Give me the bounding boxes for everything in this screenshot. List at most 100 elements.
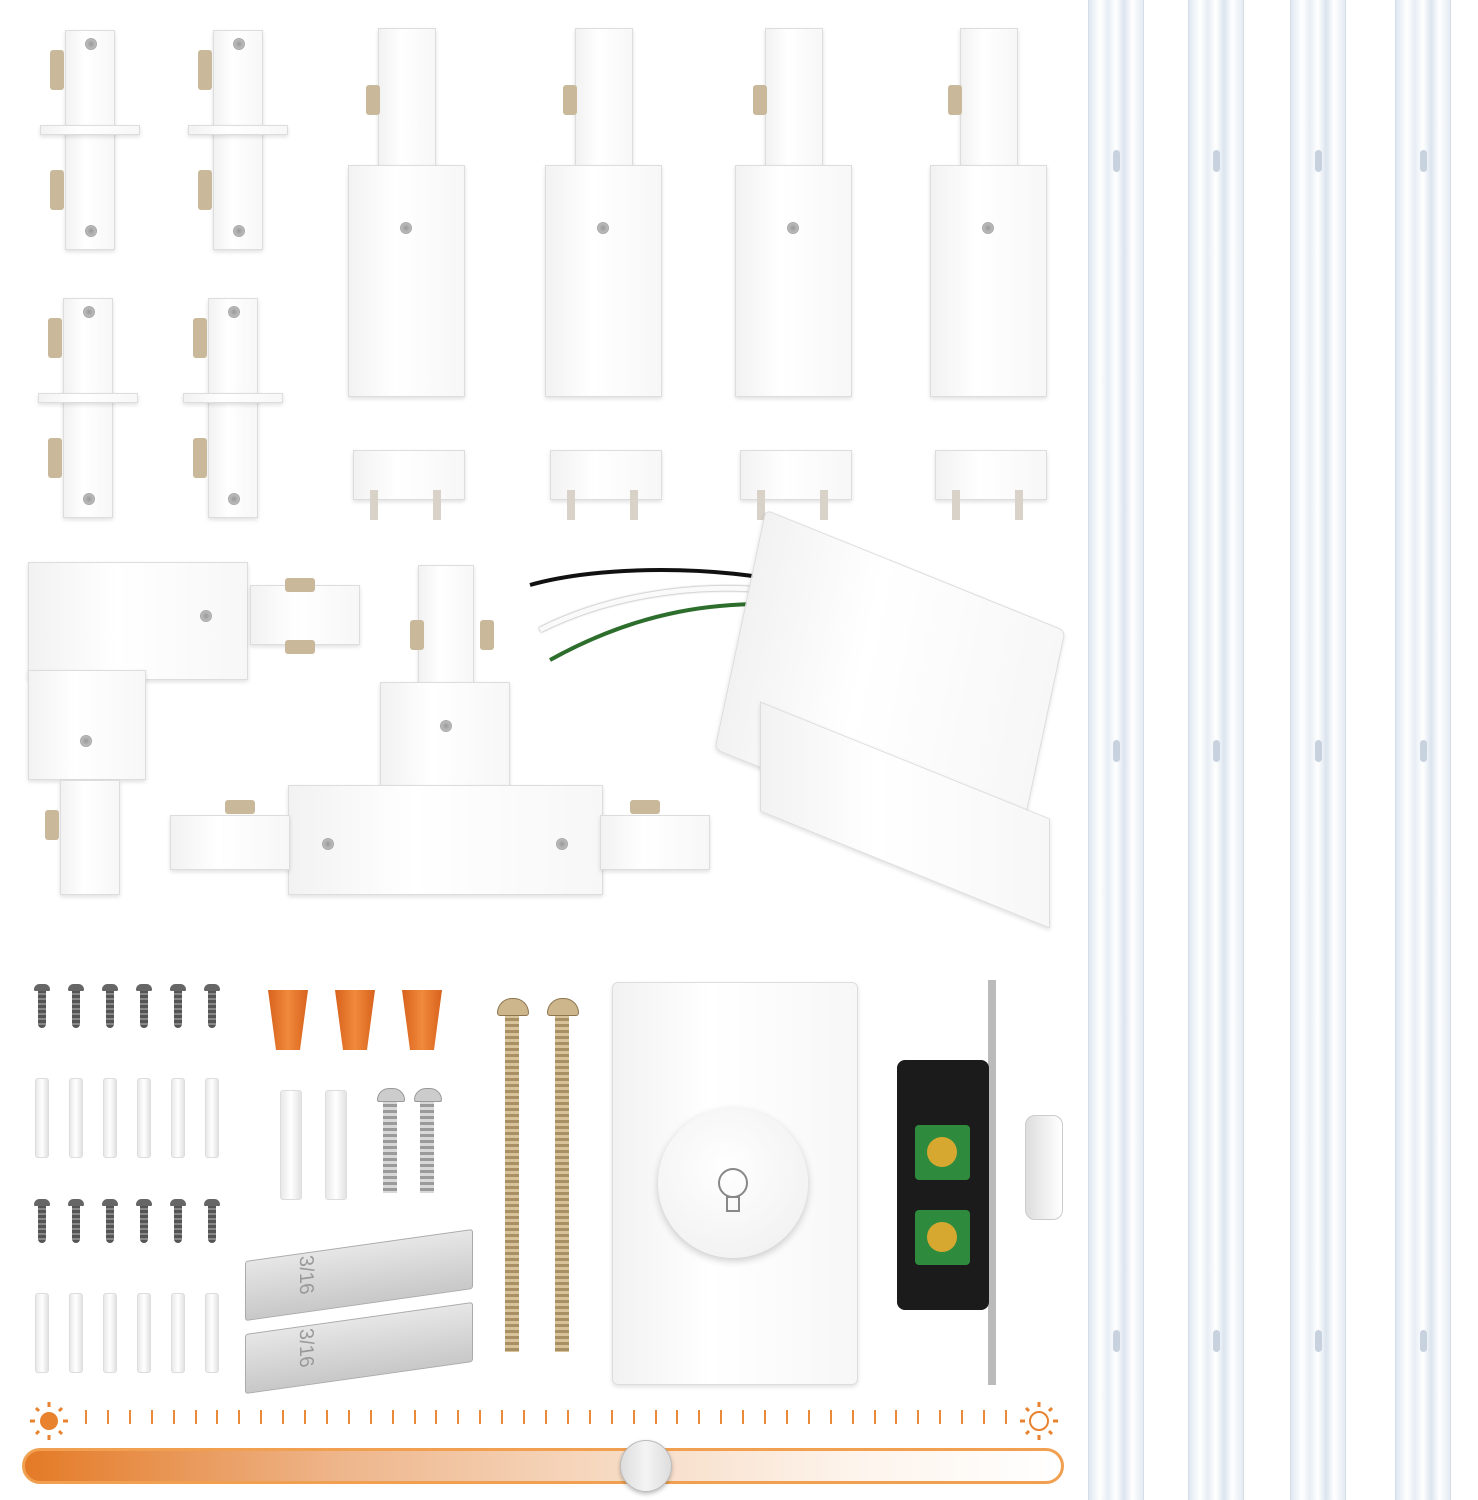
slider-tick [895, 1410, 898, 1424]
end-cap-pin [952, 490, 960, 520]
rail-slot [1420, 740, 1427, 762]
slider-tick [785, 1410, 788, 1424]
live-end-body [545, 165, 662, 397]
light-bulb-icon [718, 1168, 748, 1212]
slider-tick [85, 1410, 87, 1424]
contact [948, 85, 962, 115]
screw-dot [787, 222, 799, 234]
slider-tick [764, 1410, 767, 1424]
slider-tick [610, 1410, 613, 1424]
slider-tick [1005, 1410, 1007, 1424]
rail-slot [1315, 150, 1322, 172]
slider-tick [501, 1410, 504, 1424]
screw [136, 1199, 152, 1243]
sun-dim-icon [30, 1402, 68, 1440]
end-cap-pin [757, 490, 765, 520]
toggle-size-label: 3/16 [294, 1326, 317, 1369]
track-rail [1088, 0, 1144, 1500]
screw-dot [83, 306, 95, 318]
screw-dot [85, 225, 97, 237]
contact [563, 85, 577, 115]
slider-tick [347, 1410, 350, 1424]
connector-flange [188, 125, 288, 135]
slider-tick [654, 1410, 657, 1424]
live-end-body [348, 165, 465, 397]
screw-dot [982, 222, 994, 234]
contact [50, 50, 64, 90]
wall-anchor [205, 1293, 219, 1373]
straight-connector [208, 298, 258, 518]
contact [198, 170, 212, 210]
live-end-head [960, 28, 1018, 168]
screw [170, 1199, 186, 1243]
screw-dot [228, 306, 240, 318]
slider-knob[interactable] [620, 1440, 672, 1492]
contact [366, 85, 380, 115]
screw-dot [400, 222, 412, 234]
screw-dot [233, 38, 245, 50]
slider-tick [698, 1410, 701, 1424]
rail-slot [1113, 1330, 1120, 1352]
connector-flange [38, 393, 138, 403]
end-cap-pin [370, 490, 378, 520]
screw [102, 1199, 118, 1243]
contact [50, 170, 64, 210]
toggle-size-label: 3/16 [294, 1253, 317, 1296]
live-end-head [575, 28, 633, 168]
slider-tick [325, 1410, 328, 1424]
screw [68, 1199, 84, 1243]
slider-tick [128, 1410, 131, 1424]
track-rail [1290, 0, 1346, 1500]
slider-tick [369, 1410, 372, 1424]
screw [204, 1199, 220, 1243]
wall-anchor [171, 1293, 185, 1373]
connector-flange [183, 393, 283, 403]
rail-slot [1113, 740, 1120, 762]
live-end-body [735, 165, 852, 397]
wire-nut [402, 990, 442, 1050]
slider-tick [720, 1410, 723, 1424]
contact [753, 85, 767, 115]
anchor [325, 1090, 347, 1200]
dimmer-wall-plate [612, 982, 858, 1385]
wall-anchor [205, 1078, 219, 1158]
slider-tick [260, 1410, 263, 1424]
track-rail [1188, 0, 1244, 1500]
slider-tick [829, 1410, 832, 1424]
straight-connector [63, 298, 113, 518]
rail-slot [1213, 740, 1220, 762]
wall-anchor [103, 1078, 117, 1158]
screw [136, 984, 152, 1028]
screw [34, 1199, 50, 1243]
slider-tick [983, 1410, 986, 1424]
slider-tick [479, 1410, 482, 1424]
wire-nut [335, 990, 375, 1050]
slider-track[interactable] [22, 1448, 1064, 1484]
wall-anchor [35, 1078, 49, 1158]
slider-tick [413, 1410, 416, 1424]
screw-dot [83, 493, 95, 505]
screw [68, 984, 84, 1028]
live-end-head [378, 28, 436, 168]
slider-tick [851, 1410, 854, 1424]
wall-anchor [103, 1293, 117, 1373]
slider-tick [939, 1410, 942, 1424]
contact [198, 50, 212, 90]
slider-tick [873, 1410, 876, 1424]
rail-slot [1315, 1330, 1322, 1352]
slider-tick [961, 1410, 964, 1424]
dimmer-knob[interactable] [658, 1108, 808, 1258]
screw [34, 984, 50, 1028]
slider-tick [391, 1410, 394, 1424]
screw [102, 984, 118, 1028]
slider-tick [676, 1410, 679, 1424]
slider-tick [150, 1410, 153, 1424]
rail-slot [1213, 1330, 1220, 1352]
wall-anchor [69, 1078, 83, 1158]
screw [170, 984, 186, 1028]
wall-anchor [69, 1293, 83, 1373]
end-cap-pin [567, 490, 575, 520]
track-rail [1395, 0, 1451, 1500]
screw-dot [228, 493, 240, 505]
screw-dot [233, 225, 245, 237]
